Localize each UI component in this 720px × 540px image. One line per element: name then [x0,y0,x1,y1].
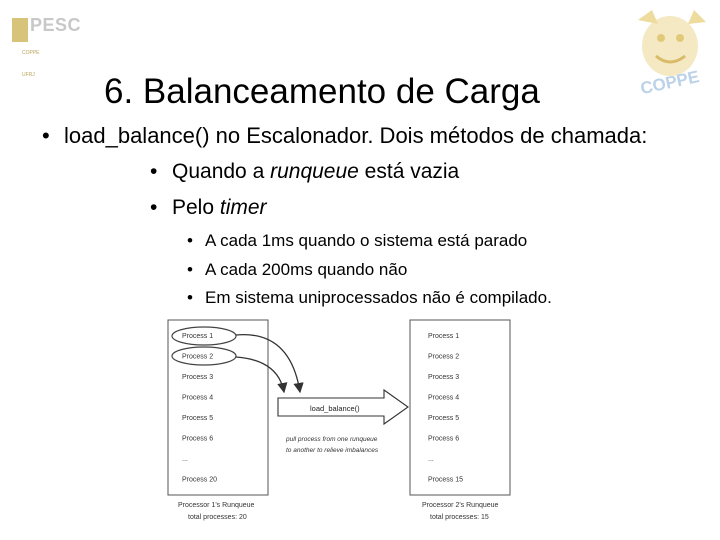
pesc-logo-mark [12,18,28,42]
runqueue-2-item-4: Process 4 [428,395,459,402]
runqueue-1-item-8: Process 20 [182,477,217,484]
note-line-2: to another to relieve imbalances [286,447,379,454]
arrow-process-1 [235,333,304,394]
bullet-subsub-2: •A cada 200ms quando não [187,260,408,279]
pesc-logo-text: PESC [30,15,82,35]
runqueue-2-title: Processor 2's Runqueue [422,502,499,509]
load-balance-diagram: Process 1 Process 2 Process 3 Process 4 Proc… [167,319,511,521]
process-2-highlight [171,346,237,366]
load-balance-label: load_balance() [310,404,360,413]
bullet-main: •load_balance() no Escalonador. Dois mét… [42,123,648,148]
runqueue-1-item-1: Process 1 [182,333,213,340]
pesc-logo-subtext-ufrj: UFRJ [22,72,35,78]
runqueue-term: runqueue [270,160,359,183]
coppe-logo: COPPE [638,10,706,98]
runqueue-2-item-6: Process 6 [428,436,459,443]
note-line-1: pull process from one runqueue [285,436,378,443]
process-1-highlight [171,326,237,346]
runqueue-1-item-3: Process 3 [182,374,213,381]
runqueue-1-item-4: Process 4 [182,395,213,402]
runqueue-2-item-3: Process 3 [428,374,459,381]
runqueue-2-item-1: Process 1 [428,333,459,340]
runqueue-1-item-6: Process 6 [182,436,213,443]
timer-term: timer [219,196,267,219]
runqueue-1-box [167,319,269,496]
runqueue-1-title: Processor 1's Runqueue [178,502,255,509]
runqueue-2-total: total processes: 15 [430,514,489,521]
bullet-sub-1: •Quando a runqueue está vazia [150,160,460,183]
runqueue-1-item-5: Process 5 [182,415,213,422]
arrow-process-2 [235,356,288,394]
bullet-subsub-1: •A cada 1ms quando o sistema está parado [187,231,528,250]
runqueue-2-item-5: Process 5 [428,415,459,422]
runqueue-2-item-7: ... [428,456,434,463]
bullet-main-text: load_balance() no Escalonador. Dois méto… [64,123,648,148]
runqueue-1-item-2: Process 2 [182,354,213,361]
slide-title: 6. Balanceamento de Carga [104,72,540,111]
runqueue-1-total: total processes: 20 [188,514,247,521]
runqueue-1-item-7: ... [182,456,188,463]
load-balance-arrow [277,388,409,426]
pesc-logo-subtext-coppe: COPPE [22,50,40,56]
runqueue-2-box [409,319,511,496]
bullet-subsub-3: •Em sistema uniprocessados não é compila… [187,288,552,307]
runqueue-2-item-8: Process 15 [428,477,463,484]
runqueue-2-item-2: Process 2 [428,354,459,361]
bullet-sub-2: •Pelo timer [150,196,267,219]
